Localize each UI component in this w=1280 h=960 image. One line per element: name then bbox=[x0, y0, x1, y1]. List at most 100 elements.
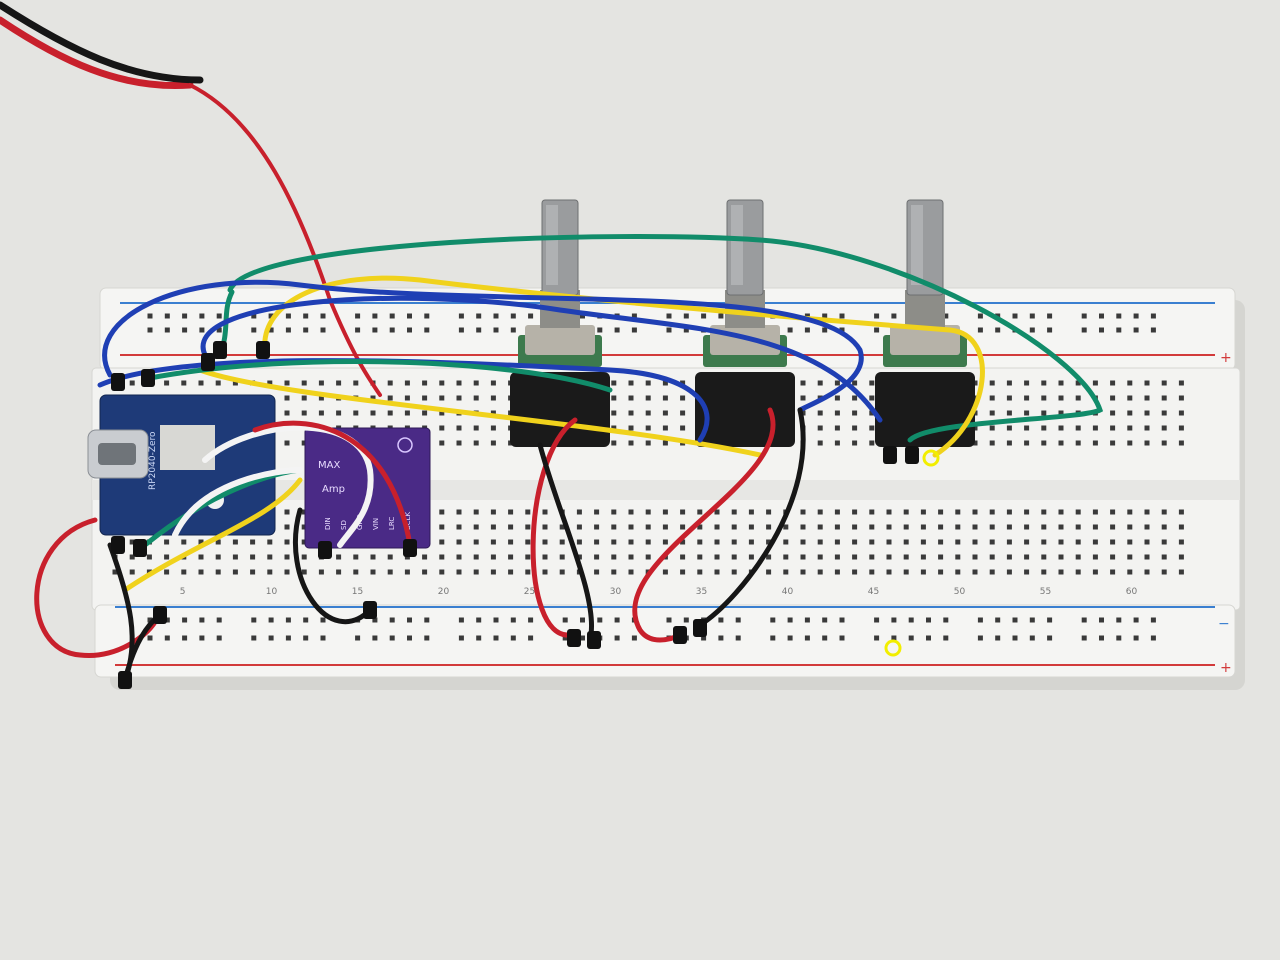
hole bbox=[490, 425, 496, 431]
hole bbox=[645, 509, 651, 515]
hole bbox=[490, 539, 496, 545]
rail-hole bbox=[216, 617, 222, 623]
hole bbox=[1006, 524, 1012, 530]
hole bbox=[1041, 410, 1047, 416]
hole bbox=[1092, 440, 1098, 446]
hole bbox=[1144, 539, 1150, 545]
hole bbox=[1024, 539, 1030, 545]
hole bbox=[508, 554, 514, 560]
rail-hole bbox=[995, 617, 1001, 623]
hole bbox=[473, 569, 479, 575]
hole bbox=[164, 569, 170, 575]
hole bbox=[370, 395, 376, 401]
hole bbox=[920, 539, 926, 545]
hole bbox=[456, 569, 462, 575]
hole bbox=[628, 380, 634, 386]
rail-hole bbox=[1099, 617, 1104, 623]
hole bbox=[525, 524, 531, 530]
hole bbox=[1041, 539, 1047, 545]
rail-hole bbox=[804, 617, 810, 623]
rail-hole bbox=[977, 617, 983, 623]
hole bbox=[353, 569, 359, 575]
rail-hole bbox=[199, 635, 205, 641]
hole bbox=[301, 509, 307, 515]
hole bbox=[989, 440, 995, 446]
hole bbox=[834, 380, 840, 386]
hole bbox=[559, 569, 565, 575]
rail-hole bbox=[562, 617, 568, 623]
rail-hole bbox=[510, 617, 516, 623]
hole bbox=[1006, 410, 1012, 416]
hole bbox=[473, 380, 479, 386]
hole bbox=[542, 554, 548, 560]
hole bbox=[336, 410, 342, 416]
hole bbox=[714, 524, 720, 530]
rail-hole bbox=[372, 313, 378, 319]
rail-hole bbox=[822, 617, 828, 623]
rail-hole bbox=[1047, 313, 1053, 319]
rail-hole bbox=[1081, 327, 1087, 333]
rail-hole bbox=[683, 313, 689, 319]
hole bbox=[542, 569, 548, 575]
hole bbox=[628, 395, 634, 401]
wire-plug bbox=[111, 373, 125, 391]
hole bbox=[748, 509, 754, 515]
wire-red-pot1 bbox=[530, 417, 578, 638]
hole bbox=[1110, 524, 1116, 530]
column-label: 45 bbox=[868, 587, 879, 597]
hole bbox=[422, 380, 428, 386]
rail-hole bbox=[995, 327, 1001, 333]
hole bbox=[1075, 524, 1081, 530]
rail-hole bbox=[303, 313, 309, 319]
hole bbox=[1127, 539, 1133, 545]
rail-hole bbox=[303, 617, 309, 623]
hole bbox=[1024, 569, 1030, 575]
hole bbox=[1006, 425, 1012, 431]
pot-housing bbox=[890, 325, 960, 355]
hole bbox=[680, 380, 686, 386]
hole bbox=[989, 524, 995, 530]
hole bbox=[439, 425, 445, 431]
rail-hole bbox=[199, 617, 205, 623]
rail-hole bbox=[839, 617, 845, 623]
rail-hole bbox=[597, 617, 603, 623]
rail-hole bbox=[943, 617, 949, 623]
hole bbox=[1024, 425, 1030, 431]
hole bbox=[301, 440, 307, 446]
rail-hole bbox=[631, 635, 637, 641]
hole bbox=[198, 554, 204, 560]
hole bbox=[404, 395, 410, 401]
hole bbox=[817, 425, 823, 431]
hole bbox=[800, 380, 806, 386]
amp-pin-label: LRC bbox=[388, 517, 396, 530]
rail-plus-top: + bbox=[1220, 350, 1232, 366]
rail-hole bbox=[908, 617, 914, 623]
rail-hole bbox=[718, 617, 724, 623]
wire-red-pot2 bbox=[632, 407, 776, 643]
hole bbox=[1058, 410, 1064, 416]
rail-hole bbox=[372, 327, 378, 333]
rail-hole bbox=[458, 313, 464, 319]
hole bbox=[129, 554, 135, 560]
hole bbox=[1161, 410, 1167, 416]
hole bbox=[525, 554, 531, 560]
mcu-chip bbox=[160, 425, 215, 470]
rail-hole bbox=[285, 327, 291, 333]
hole bbox=[1127, 509, 1133, 515]
hole bbox=[834, 440, 840, 446]
hole bbox=[456, 440, 462, 446]
rail-hole bbox=[666, 617, 672, 623]
rail-hole bbox=[355, 313, 361, 319]
hole bbox=[490, 440, 496, 446]
hole bbox=[989, 509, 995, 515]
hole bbox=[1178, 395, 1184, 401]
rail-hole bbox=[1047, 617, 1053, 623]
wire-black-pot1 bbox=[537, 442, 594, 643]
hole bbox=[284, 554, 290, 560]
hole bbox=[972, 569, 978, 575]
hole bbox=[318, 410, 324, 416]
hole bbox=[232, 380, 238, 386]
hole bbox=[559, 539, 565, 545]
hole bbox=[559, 554, 565, 560]
